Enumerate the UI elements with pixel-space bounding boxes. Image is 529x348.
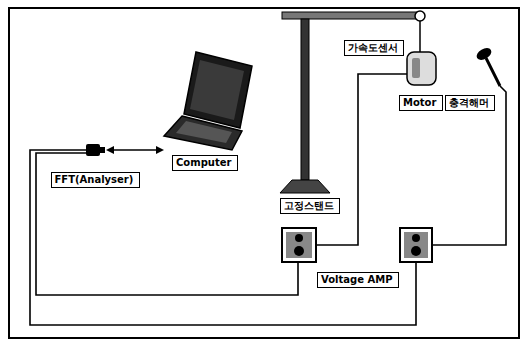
label-box: 가속도센서 (344, 40, 404, 56)
label-box: Voltage AMP (317, 272, 399, 288)
label-text: 충격해머 (449, 97, 491, 109)
laptop-computer (164, 52, 252, 150)
label-text: Computer (176, 157, 234, 169)
outer-frame (9, 8, 519, 338)
motor (407, 21, 436, 85)
label-text: Motor (403, 97, 439, 109)
label-text: FFT(Analyser) (55, 174, 136, 186)
hammer-cable (432, 86, 506, 245)
label-text: 고정스탠드 (284, 200, 336, 212)
label-box: Motor (399, 95, 443, 111)
label-box: 충격해머 (445, 95, 495, 111)
label-box: 고정스탠드 (280, 198, 340, 214)
fft-cable (36, 153, 298, 295)
fft-plug-tip (100, 147, 105, 153)
fft-plug (86, 144, 100, 156)
label-box: FFT(Analyser) (51, 172, 140, 188)
voltage-amplifier (400, 228, 432, 262)
label-text: Voltage AMP (321, 274, 395, 286)
fft-device (86, 144, 105, 156)
label-text: 가속도센서 (348, 42, 400, 54)
label-box: Computer (172, 155, 238, 171)
cables (30, 74, 506, 325)
sensor-cable (316, 74, 407, 245)
data-link-arrow (106, 146, 164, 154)
voltage-amplifier (282, 228, 316, 262)
impact-hammer (475, 46, 500, 86)
